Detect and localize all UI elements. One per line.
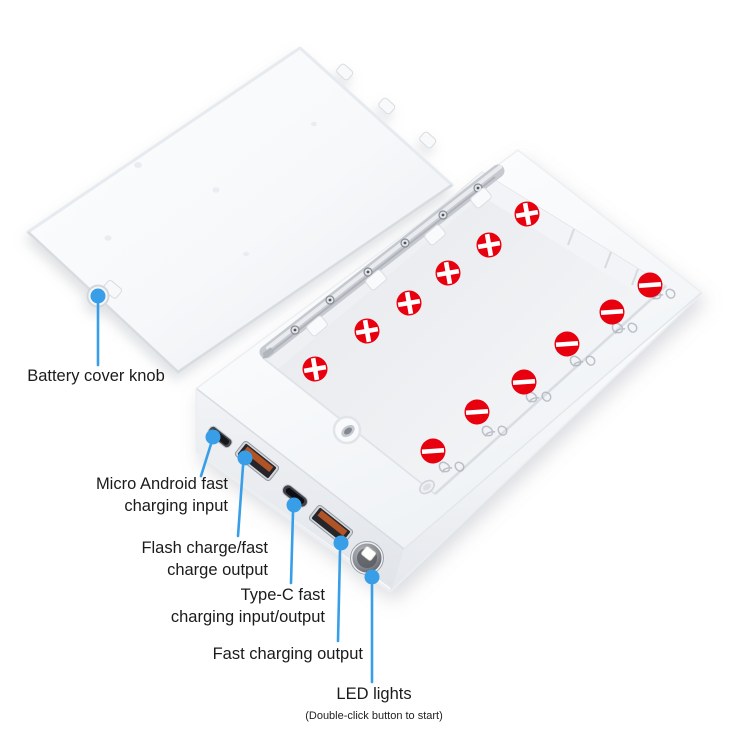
negative-terminal-marker — [637, 272, 663, 298]
label-subtext: (Double-click button to start) — [305, 709, 443, 722]
battery-contact-strip — [259, 164, 505, 359]
battery-cover — [26, 46, 454, 374]
positive-terminal-marker — [354, 318, 380, 344]
label-text: LED lights — [336, 685, 412, 703]
label-led-lights: LED lights (Double-click button to start… — [296, 684, 452, 723]
callout-dot — [333, 535, 349, 551]
callout-line — [236, 464, 245, 538]
label-text: Type-C fast — [240, 586, 325, 604]
contact-rivets — [290, 183, 483, 335]
label-text: charging input — [124, 496, 228, 515]
callout-fast-charging-output — [333, 535, 349, 643]
label-text: charging input/output — [170, 607, 325, 626]
divider-clips — [306, 187, 492, 337]
positive-terminal-marker — [396, 290, 422, 316]
positive-terminal-marker — [302, 356, 328, 382]
cover-dimples — [104, 121, 317, 257]
callout-dot — [237, 450, 253, 466]
positive-terminal-marker — [514, 201, 540, 227]
label-micro-android-input: Micro Android fast charging input — [86, 474, 228, 517]
label-type-c-input-output: Type-C fast charging input/output — [160, 585, 325, 628]
negative-terminal-marker — [599, 299, 625, 325]
callout-line — [289, 510, 295, 585]
label-flash-charge-output: Flash charge/fast charge output — [126, 538, 268, 581]
callout-dot — [205, 429, 221, 445]
cover-clip-tabs — [336, 63, 437, 149]
label-fast-charging-output: Fast charging output — [200, 644, 363, 666]
negative-terminal-marker — [554, 331, 580, 357]
callout-line — [336, 549, 342, 643]
case-body — [195, 149, 703, 593]
floor-oval-hole — [419, 479, 435, 495]
callout-type-c-input-output — [286, 497, 302, 585]
usb-a-port-2 — [308, 504, 354, 546]
callout-flash-charge-output — [236, 450, 253, 538]
positive-terminal-marker — [476, 232, 502, 258]
label-text: Micro Android fast — [95, 475, 228, 493]
callout-dot — [286, 497, 302, 513]
label-text: Fast charging output — [212, 645, 363, 663]
positive-terminal-marker — [435, 260, 461, 286]
negative-terminal-marker — [511, 369, 537, 395]
negative-terminal-marker — [464, 399, 490, 425]
led-flashlight — [349, 540, 385, 576]
label-text: charge output — [167, 560, 268, 579]
negative-terminal-marker — [420, 438, 446, 464]
callout-dot — [364, 569, 380, 585]
callout-micro-android-input — [199, 429, 221, 478]
label-text: Battery cover knob — [27, 367, 165, 385]
case-right-face — [390, 293, 701, 591]
label-battery-cover-knob: Battery cover knob — [20, 366, 172, 388]
annotation-overlay — [90, 201, 663, 684]
callout-battery-cover-knob — [90, 288, 106, 367]
callout-dot — [90, 288, 106, 304]
case-front-face — [197, 389, 404, 589]
label-text: Flash charge/fast — [141, 539, 268, 557]
callout-line — [199, 442, 213, 478]
screw-boss — [332, 415, 362, 445]
callout-led-lights — [364, 569, 380, 684]
